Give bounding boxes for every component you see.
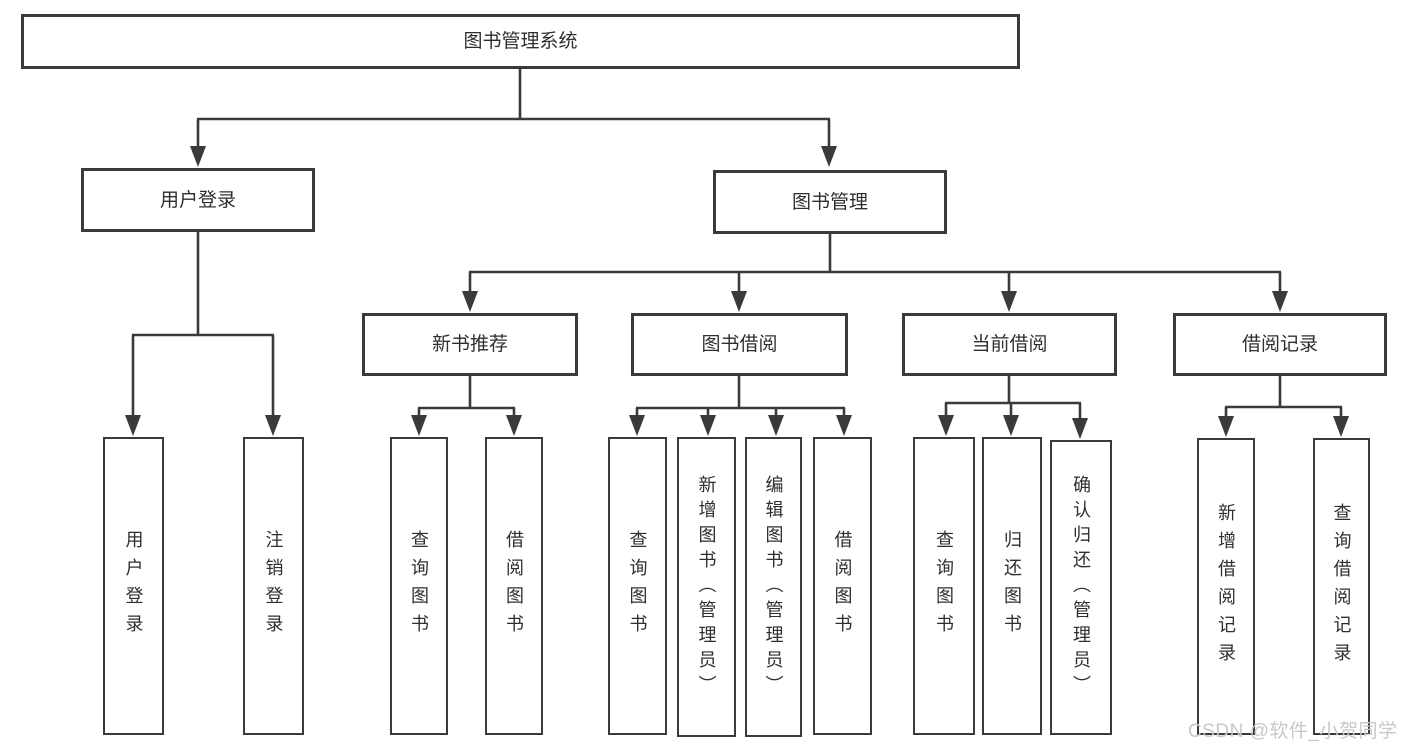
leaf-edit-books-admin: 编辑图书（管理员） (745, 437, 802, 737)
node-label: 图书借阅 (701, 334, 778, 355)
node-label: 确认归还（管理员） (1071, 475, 1091, 700)
node-label: 注销登录 (263, 530, 284, 642)
node-new-book-recommend: 新书推荐 (362, 313, 578, 376)
node-label: 当前借阅 (971, 334, 1048, 355)
node-label: 借阅记录 (1241, 334, 1318, 355)
node-label: 查询借阅记录 (1331, 502, 1352, 671)
leaf-add-borrow-record: 新增借阅记录 (1197, 438, 1255, 735)
leaf-user-login: 用户登录 (103, 437, 164, 735)
leaf-return-books: 归还图书 (982, 437, 1042, 735)
leaf-query-books: 查询图书 (608, 437, 667, 735)
leaf-add-books-admin: 新增图书（管理员） (677, 437, 736, 737)
node-label: 用户登录 (123, 530, 144, 642)
node-label: 编辑图书（管理员） (763, 474, 784, 700)
watermark: CSDN @软件_小贺同学 (1188, 721, 1398, 742)
node-label: 新增借阅记录 (1216, 502, 1236, 671)
leaf-query-books: 查询图书 (913, 437, 975, 735)
node-label: 图书管理系统 (463, 31, 578, 52)
node-label: 借阅图书 (832, 530, 853, 642)
node-label: 查询图书 (934, 530, 954, 642)
node-label: 新书推荐 (431, 334, 508, 355)
node-user-login: 用户登录 (81, 168, 315, 232)
node-current-borrowing: 当前借阅 (902, 313, 1117, 376)
node-label: 查询图书 (409, 530, 429, 642)
node-label: 查询图书 (627, 530, 648, 642)
node-book-borrowing: 图书借阅 (631, 313, 848, 376)
node-label: 用户登录 (159, 189, 236, 211)
node-label: 借阅图书 (504, 530, 524, 642)
leaf-query-borrow-record: 查询借阅记录 (1313, 438, 1370, 735)
node-label: 归还图书 (1002, 530, 1022, 642)
node-label: 图书管理 (791, 191, 868, 213)
node-borrow-records: 借阅记录 (1173, 313, 1387, 376)
node-label: 新增图书（管理员） (696, 474, 717, 700)
leaf-borrow-books: 借阅图书 (813, 437, 872, 735)
node-library-system: 图书管理系统 (21, 14, 1020, 69)
leaf-confirm-return-admin: 确认归还（管理员） (1050, 440, 1112, 735)
node-book-management: 图书管理 (713, 170, 947, 234)
leaf-logout: 注销登录 (243, 437, 304, 735)
leaf-query-books: 查询图书 (390, 437, 448, 735)
leaf-borrow-books: 借阅图书 (485, 437, 543, 735)
